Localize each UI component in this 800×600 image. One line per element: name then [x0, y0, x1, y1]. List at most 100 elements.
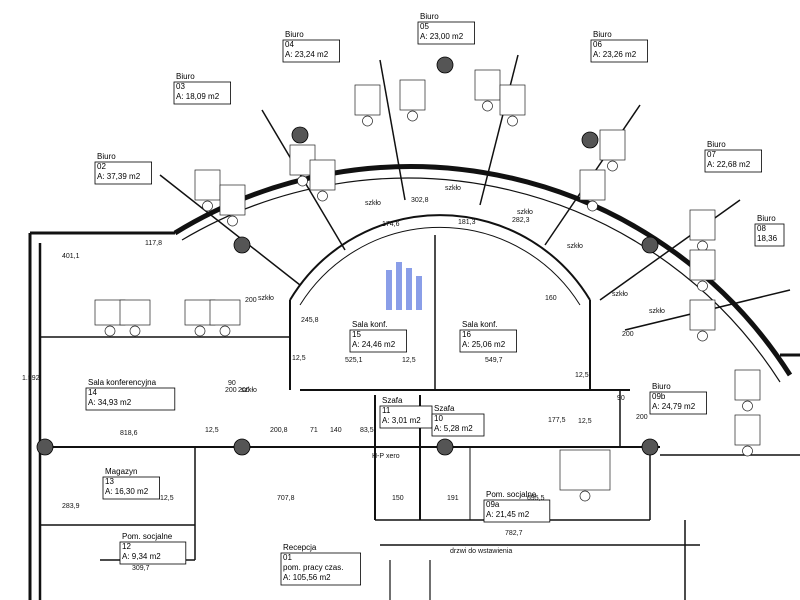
room-label-r15: Sala konf.15A: 24,46 m2: [349, 320, 407, 353]
tag-label: szkło: [612, 291, 628, 298]
room-label-box: [431, 413, 485, 437]
desk: [689, 249, 716, 281]
tag-label: szkło: [445, 185, 461, 192]
room-label-box: [483, 499, 551, 523]
room-label-line: A: 22,68 m2: [707, 160, 751, 169]
dimension-label: 782,7: [505, 530, 523, 537]
chair: [697, 240, 708, 252]
dimension-label: 549,7: [485, 357, 503, 364]
tag-label: szkło: [258, 295, 274, 302]
room-label-line: A: 34,93 m2: [88, 398, 132, 407]
dimension-label: 302,8: [411, 197, 429, 204]
room-label-line: Recepcja: [283, 543, 317, 552]
dimension-label: 140: [330, 427, 342, 434]
room-label-box: [590, 39, 648, 63]
room-label-r16: Sala konf.16A: 25,06 m2: [459, 320, 517, 353]
room-label-line: Pom. socjalne: [122, 532, 173, 541]
chair: [194, 325, 206, 337]
room-label-box: [704, 149, 762, 173]
chair: [219, 325, 231, 337]
dimension-label: 12,5: [205, 427, 219, 434]
room-label-line: 10: [434, 414, 443, 423]
chair: [317, 190, 328, 202]
room-label-line: A: 21,45 m2: [486, 510, 530, 519]
dimension-label: 150: [392, 495, 404, 502]
room-label-line: Biuro: [757, 214, 776, 223]
desk: [734, 414, 761, 446]
desk: [579, 169, 606, 201]
dimension-label: 12,5: [160, 495, 174, 502]
chair: [227, 215, 238, 227]
dimension-label: 282,3: [512, 217, 530, 224]
dimension-label: 200: [238, 387, 250, 394]
desk: [689, 299, 716, 331]
room-label-box: [754, 223, 785, 247]
room-label-line: A: 24,46 m2: [352, 340, 396, 349]
chair: [697, 280, 708, 292]
dimension-label: 117,8: [145, 240, 162, 247]
room-label-line: Sala konferencyjna: [88, 378, 157, 387]
dimension-label: 200: [636, 414, 648, 421]
room-label-line: 09b: [652, 392, 666, 401]
desk: [689, 209, 716, 241]
room-label-line: 16: [462, 330, 471, 339]
room-label-line: 15: [352, 330, 361, 339]
tag-label: szkło: [567, 243, 583, 250]
tag-label: drzwi do wstawienia: [450, 548, 512, 555]
tag-label: szkło: [517, 209, 533, 216]
dimension-label: 90: [228, 380, 236, 387]
outer-walls: [28, 164, 800, 600]
chair: [297, 175, 308, 187]
room-label-line: A: 3,01 m2: [382, 416, 421, 425]
room-label-box: [280, 552, 361, 586]
room-label-box: [459, 329, 517, 353]
chair: [407, 110, 418, 122]
dimension-label: 525,1: [345, 357, 363, 364]
chair: [579, 490, 591, 502]
dimension-label: 191: [447, 495, 459, 502]
chair: [482, 100, 493, 112]
room-label-line: 13: [105, 477, 114, 486]
dimension-label: 90: [617, 395, 625, 402]
desk: [599, 129, 626, 161]
dimension-label: 200: [225, 387, 237, 394]
desk: [499, 84, 526, 116]
room-label-line: Pom. socjalne: [486, 490, 537, 499]
desk: [209, 299, 241, 326]
room-label-line: 18,36: [757, 234, 778, 243]
dimension-label: 181,3: [458, 219, 476, 226]
room-label-line: Szafa: [382, 396, 403, 405]
room-label-line: A: 105,56 m2: [283, 573, 331, 582]
dimension-label: 309,7: [132, 565, 150, 572]
tag-label: szkło: [241, 387, 257, 394]
room-label-line: 08: [757, 224, 766, 233]
chair: [362, 115, 373, 127]
room-label-line: 02: [97, 162, 106, 171]
room-label-line: A: 23,26 m2: [593, 50, 637, 59]
room-label-box: [173, 81, 231, 105]
desk: [399, 79, 426, 111]
chair: [507, 115, 518, 127]
dimension-label: 401,1: [62, 253, 80, 260]
tag-label: H-P: [372, 453, 384, 460]
dimension-label: 818,6: [120, 430, 138, 437]
room-label-line: 09a: [486, 500, 500, 509]
room-label-line: 04: [285, 40, 294, 49]
chair: [104, 325, 116, 337]
room-label-line: 07: [707, 150, 716, 159]
dimension-label: 12,5: [292, 355, 306, 362]
room-label-line: A: 25,06 m2: [462, 340, 506, 349]
tag-label: szkło: [365, 200, 381, 207]
room-label-line: A: 23,24 m2: [285, 50, 329, 59]
room-label-line: Sala konf.: [352, 320, 388, 329]
